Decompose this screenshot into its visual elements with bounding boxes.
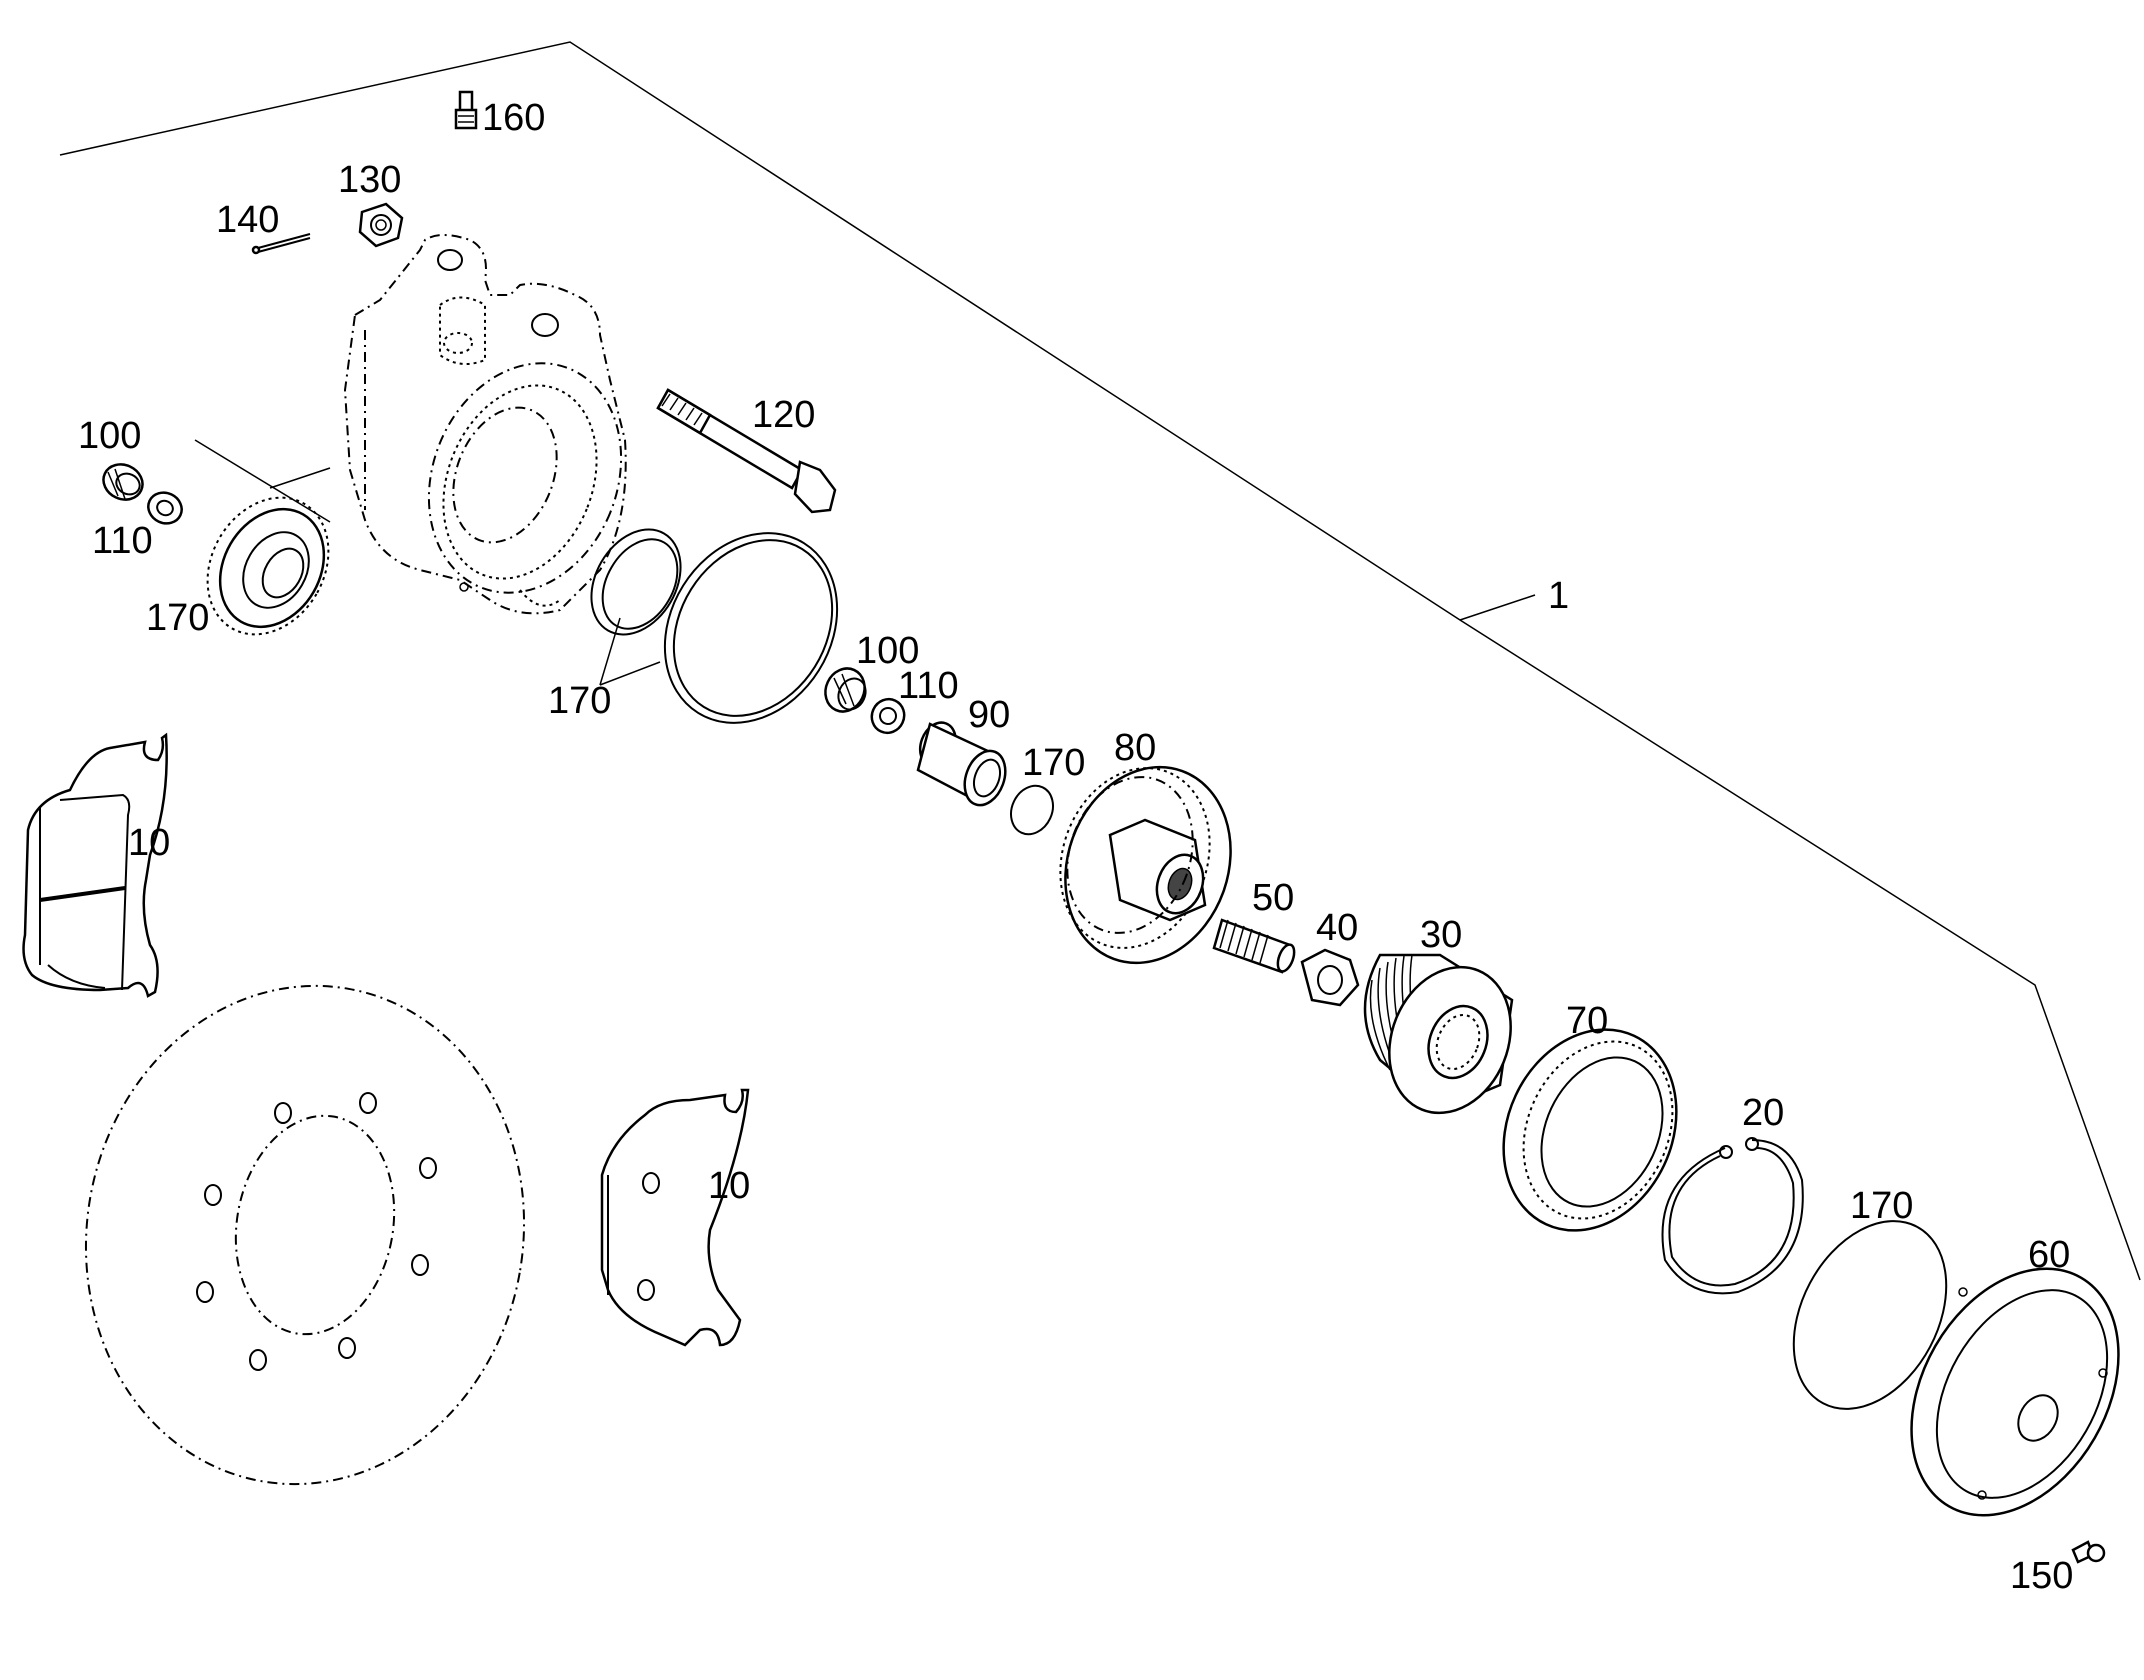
label-170-oring-large: 170 — [1850, 1185, 1913, 1227]
label-110-left: 110 — [92, 520, 153, 562]
circlip-part — [1661, 1137, 1804, 1295]
bolt-part — [656, 388, 837, 514]
label-170-left: 170 — [146, 597, 209, 639]
needle-bearing-part-center — [824, 667, 867, 713]
brake-pad-part-left — [22, 732, 168, 998]
label-20: 20 — [1742, 1092, 1784, 1134]
label-50: 50 — [1252, 877, 1294, 919]
label-30: 30 — [1420, 914, 1462, 956]
cover-part — [1910, 1267, 2120, 1517]
seal-ring-part-small — [590, 528, 682, 636]
label-140: 140 — [216, 199, 279, 241]
screw-part — [2071, 1540, 2106, 1564]
o-ring-part-large — [1792, 1220, 1948, 1410]
hex-nut-part — [1300, 948, 1360, 1007]
seal-cup-part — [1502, 1028, 1678, 1232]
o-ring-part-small — [1010, 784, 1054, 836]
grease-nipple-part — [454, 90, 478, 130]
label-1: 1 — [1548, 575, 1569, 617]
adjuster-part — [1363, 953, 1514, 1115]
brake-pad-part-right — [600, 1088, 750, 1347]
leader-line-170b-2 — [599, 661, 661, 686]
seal-ring-part-large — [663, 532, 839, 724]
needle-bearing-part-left — [102, 463, 144, 501]
label-130: 130 — [338, 159, 401, 201]
dust-seal-part-left — [206, 496, 330, 636]
bushing-part-left — [147, 491, 183, 525]
label-40: 40 — [1316, 907, 1358, 949]
label-170-oring-small: 170 — [1022, 742, 1085, 784]
label-150: 150 — [2010, 1555, 2073, 1597]
label-90: 90 — [968, 694, 1010, 736]
guide-sleeve-part — [916, 721, 1007, 807]
label-10-left: 10 — [128, 822, 170, 864]
leader-line-170b-1 — [599, 617, 621, 686]
label-170-caliper-rings: 170 — [548, 680, 611, 722]
label-80: 80 — [1114, 727, 1156, 769]
label-160: 160 — [482, 97, 545, 139]
castle-nut-part — [358, 202, 404, 248]
label-110-center: 110 — [898, 665, 959, 707]
brake-disc-part — [84, 984, 526, 1486]
axis-line-left — [194, 439, 331, 523]
label-100-left: 100 — [78, 415, 141, 457]
threaded-pin-part — [1212, 918, 1296, 974]
axis-line-left-2 — [269, 467, 331, 489]
leader-line-1 — [1459, 594, 1536, 621]
label-60: 60 — [2028, 1234, 2070, 1276]
bushing-part-center — [870, 697, 906, 735]
cotter-pin-part — [251, 233, 311, 255]
label-70: 70 — [1566, 1000, 1608, 1042]
label-10-right: 10 — [708, 1165, 750, 1207]
caliper-housing-part — [343, 234, 627, 615]
label-100-center: 100 — [856, 630, 919, 672]
piston-part — [1059, 765, 1232, 965]
label-120: 120 — [752, 394, 815, 436]
